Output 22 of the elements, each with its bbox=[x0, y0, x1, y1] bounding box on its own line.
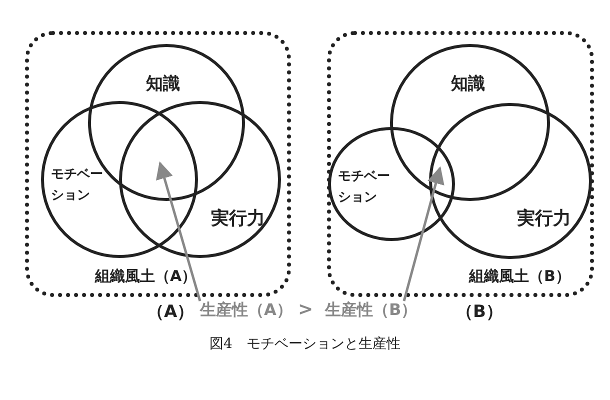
circle-label: 知識 bbox=[451, 73, 485, 95]
comparison-sign: > bbox=[298, 299, 314, 320]
region-label: 組織風土（B） bbox=[469, 267, 570, 286]
circle-label: モチベーション bbox=[338, 168, 391, 207]
panel-label: （A） bbox=[147, 301, 194, 323]
venn-circle bbox=[328, 127, 455, 241]
venn-circle bbox=[88, 44, 245, 201]
circle-label: モチベーション bbox=[51, 166, 104, 205]
productivity-label: 生産性（B） bbox=[325, 300, 411, 322]
circle-label: 知識 bbox=[146, 73, 180, 95]
venn-circle bbox=[429, 103, 592, 259]
circle-label: 実行力 bbox=[211, 207, 265, 230]
venn-circle bbox=[119, 101, 281, 258]
venn-circle bbox=[390, 44, 550, 201]
region-frame bbox=[327, 31, 594, 297]
panel-label: （B） bbox=[456, 301, 503, 323]
circle-label: 実行力 bbox=[517, 207, 571, 230]
region-label: 組織風土（A） bbox=[95, 267, 197, 286]
productivity-label: 生産性（A） bbox=[200, 300, 286, 322]
figure-caption: 図4 モチベーションと生産性 bbox=[210, 336, 400, 352]
venn-circle bbox=[41, 101, 198, 258]
region-frame bbox=[25, 31, 291, 297]
